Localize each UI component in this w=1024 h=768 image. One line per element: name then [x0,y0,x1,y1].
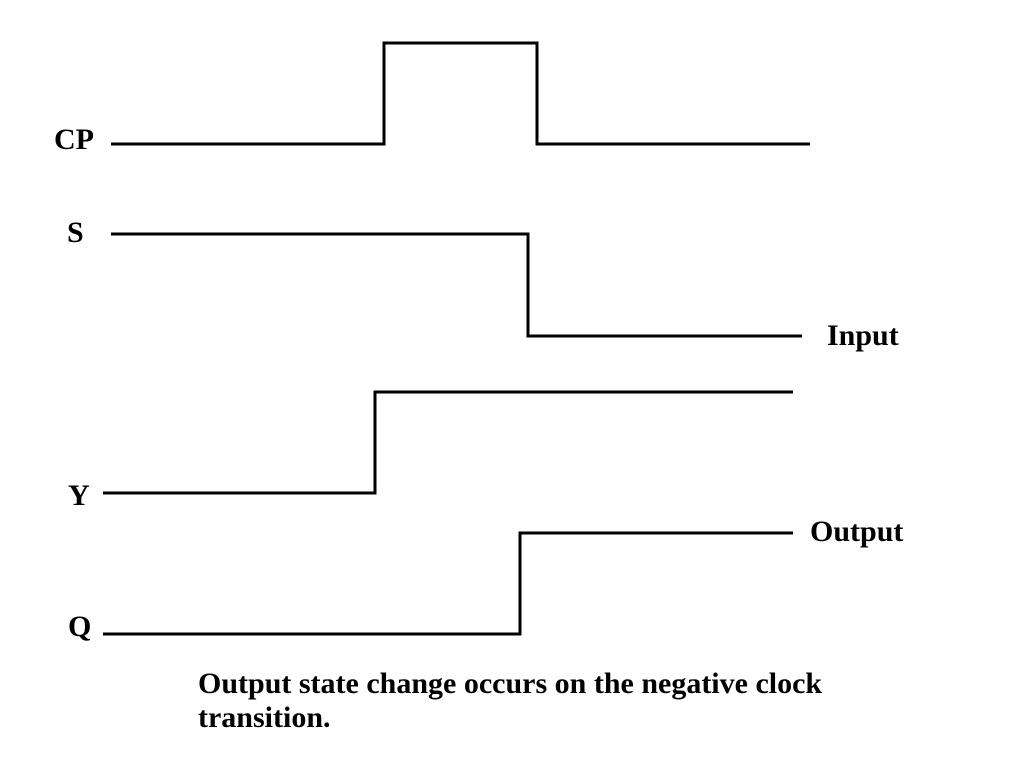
signal-label-y: Y [68,479,90,512]
output-label: Output [810,515,903,548]
waveform-y [103,390,793,495]
signal-q: Q Output [68,515,903,643]
signal-s: S Input [67,216,899,352]
signal-y: Y [68,390,793,512]
waveform-cp [111,41,810,146]
caption: Output state change occurs on the negati… [198,667,823,734]
signal-label-q: Q [68,610,91,643]
input-label: Input [827,319,899,352]
waveform-q [103,531,793,636]
signal-label-s: S [67,216,84,249]
signal-label-cp: CP [54,123,94,156]
waveform-s [111,232,802,338]
signal-cp: CP [54,41,810,156]
